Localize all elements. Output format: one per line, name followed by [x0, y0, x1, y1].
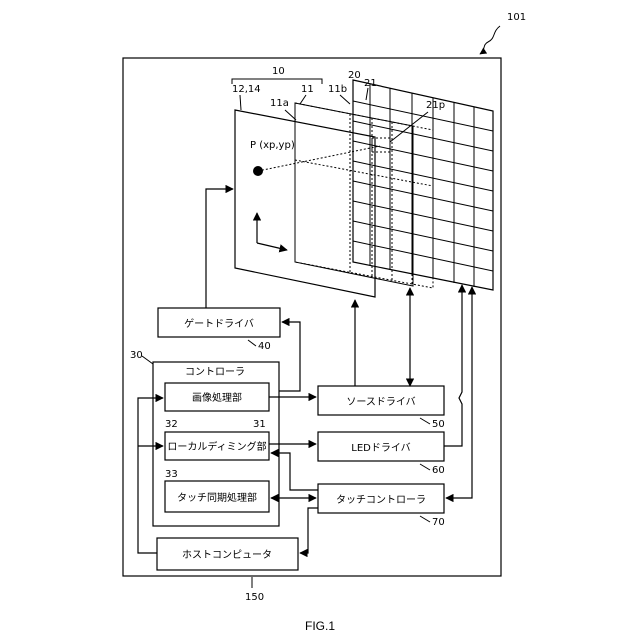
leader-50	[420, 418, 430, 424]
leader-11b	[340, 95, 350, 104]
image-processing-label: 画像処理部	[192, 391, 242, 404]
leader-21p	[390, 112, 428, 142]
ref-20: 20	[348, 70, 361, 81]
gate-driver-label: ゲートドライバ	[184, 318, 254, 330]
leader-60	[420, 464, 430, 470]
ref-12-14: 12,14	[232, 84, 261, 95]
touch-controller-label: タッチコントローラ	[336, 494, 426, 506]
leader-30	[142, 356, 153, 364]
ref-31: 31	[253, 419, 266, 430]
ref-10: 10	[272, 66, 285, 77]
ref-50: 50	[432, 419, 445, 430]
ref-11b: 11b	[328, 84, 347, 95]
ref-70: 70	[432, 517, 445, 528]
ref-101-leader	[480, 26, 500, 54]
ref-33: 33	[165, 469, 178, 480]
ref-101: 101	[507, 12, 526, 23]
leader-11	[300, 95, 306, 104]
ref-32: 32	[165, 419, 178, 430]
led-driver-label: LEDドライバ	[351, 442, 410, 454]
ref-11: 11	[301, 84, 314, 95]
ref-40: 40	[258, 341, 271, 352]
display-panel-12-14	[235, 110, 375, 297]
ref-150: 150	[245, 592, 264, 603]
ref-11a: 11a	[270, 98, 289, 109]
local-dimming-label: ローカルディミング部	[167, 440, 266, 453]
controller-label: コントローラ	[185, 366, 245, 378]
leader-21	[366, 88, 368, 100]
figure-label: FIG.1	[305, 619, 335, 633]
point-p-label: P (xp,yp)	[250, 140, 295, 151]
ref-21p: 21p	[426, 100, 445, 111]
host-computer-label: ホストコンピュータ	[182, 549, 272, 561]
ref-60: 60	[432, 465, 445, 476]
ref-21: 21	[364, 78, 377, 89]
leader-40	[248, 340, 256, 346]
source-driver-label: ソースドライバ	[346, 396, 415, 408]
touch-sync-label: タッチ同期処理部	[177, 491, 257, 504]
leader-70	[420, 516, 430, 522]
ref-30: 30	[130, 350, 143, 361]
leader-11a	[285, 110, 296, 120]
leader-12-14	[240, 95, 241, 110]
